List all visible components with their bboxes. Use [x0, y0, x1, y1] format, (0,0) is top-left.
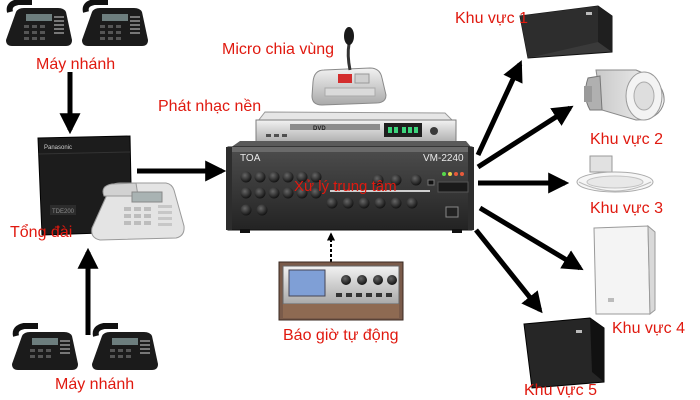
arrow-amp-to-zone-5 — [474, 228, 543, 314]
phone-icon — [82, 0, 148, 46]
label-zone-5: Khu vực 5 — [524, 382, 597, 399]
zone-3-ceiling-speaker — [576, 155, 654, 193]
mixer-amplifier — [226, 141, 474, 233]
mic-head — [344, 27, 354, 45]
pbx-model: TDE200 — [52, 209, 75, 215]
label-zone-1: Khu vực 1 — [455, 10, 528, 27]
dvd-logo: DVD — [313, 126, 326, 132]
paging-microphone — [311, 27, 387, 106]
phone-icon — [6, 0, 72, 46]
label-pbx: Tổng đài — [10, 224, 73, 241]
label-zone-4: Khu vực 4 — [612, 320, 685, 337]
zone-4-wall-speaker — [593, 224, 656, 316]
amp-front — [227, 146, 473, 231]
dvd-front — [255, 119, 457, 145]
arrow-amp-to-zone-1 — [475, 60, 523, 157]
connection-arrows — [59, 60, 584, 335]
amp-meter-leds — [442, 172, 464, 176]
mic-gooseneck — [346, 43, 352, 71]
desk-phone-icon — [91, 182, 185, 241]
extension-phones-bottom — [12, 323, 158, 370]
auto-bell-timer — [278, 261, 404, 321]
phone-icon — [12, 323, 78, 370]
amp-knobs — [240, 171, 422, 216]
amp-brand: TOA — [240, 153, 261, 164]
mic-base — [311, 67, 387, 106]
dvd-player — [255, 111, 457, 145]
zone-5-box-speaker — [523, 317, 605, 389]
extension-phones-top — [6, 0, 148, 46]
phone-icon — [92, 323, 158, 370]
label-central-processing: Xử lý trung tâm — [294, 178, 397, 195]
label-paging-mic: Micro chia vùng — [222, 41, 335, 58]
zone-2-horn-speaker — [584, 69, 665, 121]
timer-lcd — [288, 269, 326, 297]
label-auto-bell: Báo giờ tự động — [283, 327, 399, 344]
arrow-amp-to-zone-4 — [478, 205, 584, 271]
label-background-music: Phát nhạc nền — [158, 98, 262, 115]
amp-power-button — [445, 206, 459, 218]
zone-1-speaker — [519, 5, 613, 59]
label-extension-bottom: Máy nhánh — [55, 376, 135, 393]
label-extension-top: Máy nhánh — [36, 56, 116, 73]
label-zone-2: Khu vực 2 — [590, 131, 663, 148]
pbx-unit — [37, 135, 185, 241]
arrow-amp-to-zone-2 — [476, 105, 574, 170]
label-zone-3: Khu vực 3 — [590, 200, 663, 217]
pbx-brand: Panasonic — [44, 145, 72, 151]
amp-model: VM-2240 — [423, 153, 464, 164]
